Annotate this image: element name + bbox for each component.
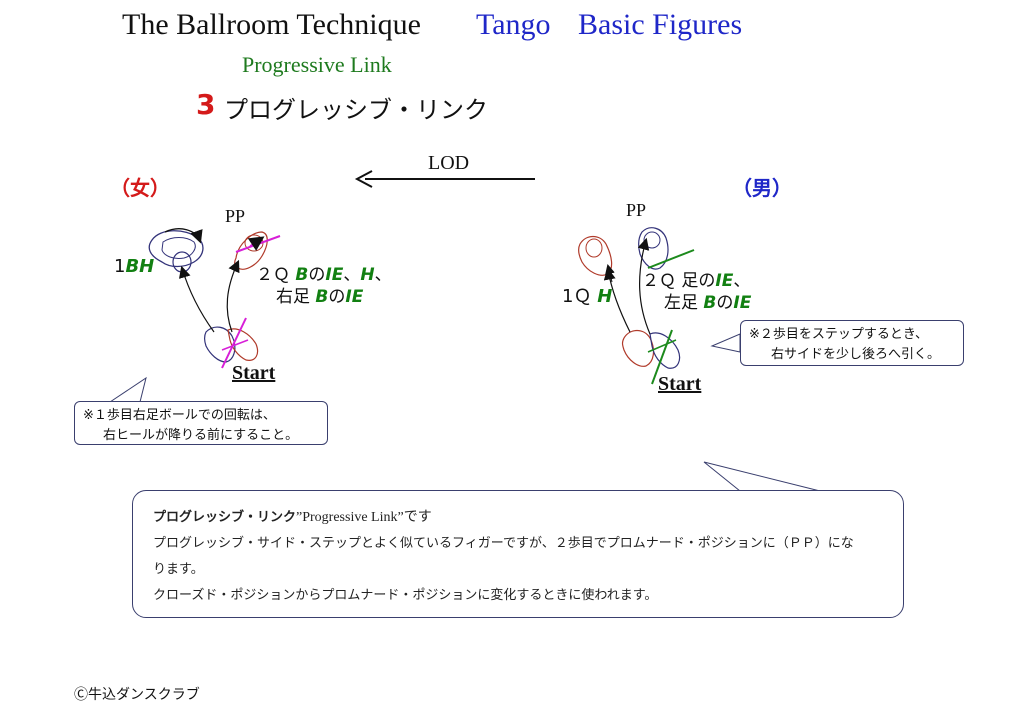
female-step2-line2: 右足 BのIE: [276, 282, 363, 307]
female-note-line2: 右ヒールが降りる前にすること。: [103, 428, 299, 443]
lod-arrow: [354, 170, 535, 188]
male-note-line1: ※２歩目をステップするとき、: [749, 327, 928, 342]
description-heading: プログレッシブ・リンク”Progressive Link”です: [153, 505, 883, 531]
title-dance: Tango: [476, 8, 551, 41]
male-pp-line: [647, 249, 695, 269]
male-step2-prefix: ２Ｑ 足の: [642, 271, 716, 291]
male-step2-label: ２Ｑ 足のIE、: [642, 266, 750, 291]
female-step2-prefix: ２Ｑ: [256, 265, 296, 285]
male-note: ※２歩目をステップするとき、 右サイドを少し後ろへ引く。: [740, 320, 964, 366]
female-pp-label: PP: [225, 206, 246, 226]
male-start-label: Start: [658, 373, 702, 395]
female-note-pointer: [108, 376, 147, 403]
female-step2-tail: 、: [374, 265, 392, 285]
female-step2-b: IE: [325, 265, 344, 285]
copyright: Ⓒ牛込ダンスクラブ: [74, 687, 200, 703]
male-start-feet: [621, 329, 681, 385]
female-start-label: Start: [232, 362, 276, 384]
male-step1-num: 1Ｑ: [562, 286, 592, 307]
description-pointer: [703, 461, 821, 492]
male-step2-line2-no: の: [716, 293, 734, 313]
female-step2-line2-prefix: 右足: [276, 287, 316, 307]
female-step2-line2-b: IE: [345, 287, 364, 307]
female-path-step1: [179, 265, 215, 333]
male-step2-tail: 、: [733, 271, 751, 291]
description-heading-en: ”Progressive Link”です: [296, 510, 432, 525]
female-step2-label: ２Ｑ BのIE、H、: [256, 260, 392, 285]
male-step2-line2-b: IE: [733, 293, 752, 313]
male-step2-foot: [638, 227, 695, 270]
male-path-step1: [603, 267, 631, 333]
female-start-feet: [203, 317, 259, 369]
female-note-line1: ※１歩目右足ボールでの回転は、: [83, 408, 276, 423]
male-footprints: [578, 227, 695, 385]
female-footprints: [148, 228, 281, 369]
female-step1-num: 1: [114, 256, 126, 277]
male-step1-footwork: H: [597, 286, 613, 307]
description-box: プログレッシブ・リンク”Progressive Link”です プログレッシブ・…: [132, 490, 904, 618]
male-pp-label: PP: [626, 200, 647, 220]
female-path-step2: [226, 259, 240, 333]
female-step2-line2-no: の: [328, 287, 346, 307]
female-step2-sep: 、: [343, 265, 361, 285]
description-line2: ります。: [153, 562, 204, 577]
description-line3: クローズド・ポジションからプロムナード・ポジションに変化するときに使われます。: [153, 588, 658, 603]
male-step2-line2-prefix: 左足: [664, 293, 704, 313]
male-path-step2: [637, 237, 651, 335]
description-heading-jp: プログレッシブ・リンク: [153, 510, 297, 525]
male-step1-label: 1Ｑ H: [562, 282, 612, 308]
figure-name-jp: プログレッシブ・リンク: [224, 96, 488, 124]
female-step1-footwork: BH: [125, 256, 155, 277]
female-step2-a: B: [295, 265, 309, 285]
male-step1-foot: [578, 235, 615, 283]
title-main: The Ballroom Technique: [122, 8, 421, 41]
male-step2-a: IE: [715, 271, 734, 291]
male-step2-line2: 左足 BのIE: [664, 288, 751, 313]
female-step2-line2-a: B: [315, 287, 329, 307]
lod-label: LOD: [428, 152, 470, 174]
male-step2-line2-a: B: [703, 293, 717, 313]
female-note: ※１歩目右足ボールでの回転は、 右ヒールが降りる前にすること。: [74, 401, 328, 445]
female-step1-label: 1BH: [114, 256, 154, 277]
female-step2-no: の: [308, 265, 326, 285]
female-label: （女）: [110, 176, 170, 200]
male-note-line2: 右サイドを少し後ろへ引く。: [771, 347, 941, 362]
title-figures: Basic Figures: [578, 8, 743, 41]
figure-number: 3: [196, 88, 216, 121]
description-line1: プログレッシブ・サイド・ステップとよく似ているフィガーですが、２歩目でプロムナー…: [153, 536, 854, 551]
female-step1-foot: [148, 228, 204, 273]
female-step2-c: H: [360, 265, 375, 285]
male-note-pointer: [710, 333, 741, 353]
subtitle: Progressive Link: [242, 52, 392, 77]
male-label: （男）: [732, 176, 792, 200]
